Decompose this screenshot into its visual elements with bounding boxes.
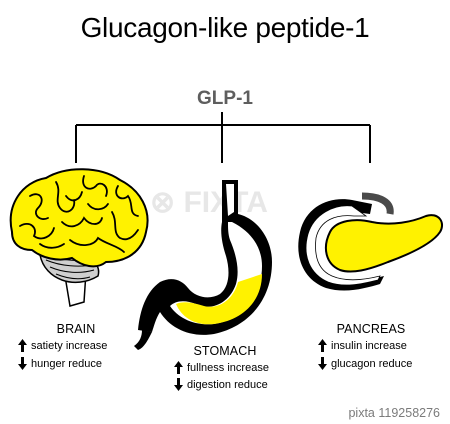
effect-text: digestion reduce: [187, 378, 268, 391]
effect-stomach-up: fullness increase: [174, 361, 269, 374]
effect-brain-down: hunger reduce: [18, 357, 102, 370]
pancreas-icon: [298, 192, 444, 291]
up-arrow-icon: [174, 361, 183, 374]
organ-label-pancreas: PANCREAS: [336, 322, 406, 336]
effect-pancreas-up: insulin increase: [318, 339, 407, 352]
watermark-brand: pixta: [348, 406, 375, 420]
effect-text: satiety increase: [31, 339, 108, 352]
watermark-logo-icon: ⊗ FIXTA: [150, 186, 268, 219]
effect-text: fullness increase: [187, 361, 269, 374]
effect-text: glucagon reduce: [331, 357, 413, 370]
organ-label-stomach: STOMACH: [193, 344, 257, 358]
brain-icon: [9, 168, 149, 307]
effect-text: insulin increase: [331, 339, 407, 352]
effect-text: hunger reduce: [31, 357, 102, 370]
organ-label-brain: BRAIN: [56, 322, 96, 336]
down-arrow-icon: [18, 357, 27, 370]
watermark-stock-id: 119258276: [378, 406, 440, 420]
up-arrow-icon: [18, 339, 27, 352]
effect-brain-up: satiety increase: [18, 339, 107, 352]
effect-pancreas-down: glucagon reduce: [318, 357, 412, 370]
stomach-icon: [134, 180, 272, 350]
diagram-subtitle: GLP-1: [197, 88, 253, 109]
down-arrow-icon: [318, 357, 327, 370]
up-arrow-icon: [318, 339, 327, 352]
stock-watermark: pixta 119258276: [348, 406, 440, 420]
diagram-title: Glucagon-like peptide-1: [80, 12, 370, 43]
effect-stomach-down: digestion reduce: [174, 378, 268, 391]
connector-tree: [75, 112, 371, 163]
down-arrow-icon: [174, 378, 183, 391]
